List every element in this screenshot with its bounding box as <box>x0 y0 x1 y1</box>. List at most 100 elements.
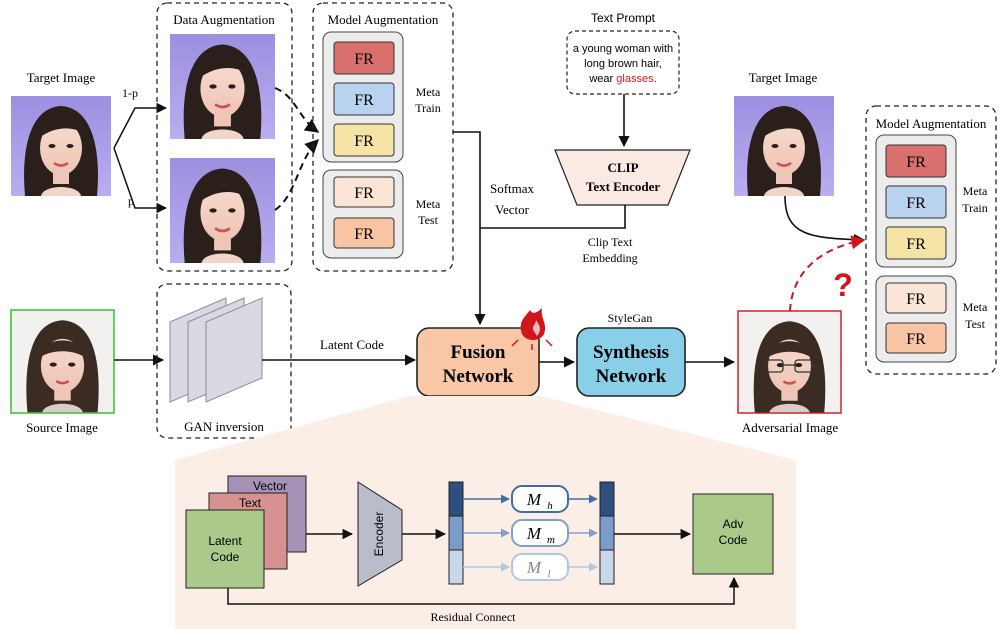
flame-icon <box>511 308 553 350</box>
source-image-label: Source Image <box>26 420 98 435</box>
model-augmentation-title: Model Augmentation <box>328 12 439 27</box>
latent-code-label: Latent Code <box>320 337 384 352</box>
svg-text:M: M <box>526 490 542 509</box>
softmax-vector-arrow <box>453 131 486 326</box>
svg-text:FR: FR <box>354 92 374 109</box>
adversarial-image-label: Adversarial Image <box>742 420 839 435</box>
feature-column-right <box>599 481 615 585</box>
prob-1p-label: 1-p <box>122 86 138 100</box>
svg-text:Code: Code <box>719 533 748 547</box>
svg-text:m: m <box>547 534 555 546</box>
svg-text:M: M <box>526 524 542 543</box>
feature-column-left <box>448 481 464 585</box>
mapper-mid: M m <box>511 519 569 547</box>
fr-model-right-test-2: FR <box>885 322 947 354</box>
target-image-right-label: Target Image <box>749 70 818 85</box>
dashed-arrows-to-models <box>274 87 320 211</box>
svg-text:Latent: Latent <box>208 534 242 548</box>
fr-model-train-3: FR <box>333 123 395 157</box>
mapper-low: M l <box>511 553 569 581</box>
clip-embedding-label-1: Clip Text <box>588 235 633 249</box>
model-augmentation-right-box <box>865 105 997 375</box>
fr-model-right-test-1: FR <box>885 282 947 314</box>
softmax-label-2: Vector <box>495 202 530 217</box>
svg-text:Text: Text <box>239 496 262 510</box>
encoder-block: Encoder <box>357 481 403 587</box>
softmax-label-1: Softmax <box>490 181 535 196</box>
svg-text:FR: FR <box>906 291 926 308</box>
question-mark: ? <box>833 267 853 303</box>
clip-label-1: CLIP <box>607 160 638 175</box>
target-image-label: Target Image <box>27 70 96 85</box>
target-to-models-arrow <box>784 195 866 246</box>
augmented-image-bottom <box>170 158 275 263</box>
latent-code-input-block: Latent Code <box>185 509 265 589</box>
svg-text:FR: FR <box>906 195 926 212</box>
clip-text-encoder <box>554 149 691 206</box>
meta-test-right-label-1: Meta <box>963 300 988 314</box>
meta-train-right-label-1: Meta <box>963 184 988 198</box>
model-augmentation-box <box>312 2 454 272</box>
svg-text:FR: FR <box>906 331 926 348</box>
fusion-label-1: Fusion <box>451 342 506 363</box>
svg-text:Code: Code <box>211 550 240 564</box>
fr-model-right-train-1: FR <box>885 144 947 178</box>
stylegan-label: StyleGan <box>608 311 653 325</box>
fr-model-test-1: FR <box>333 176 395 208</box>
svg-text:FR: FR <box>354 51 374 68</box>
svg-text:l: l <box>547 568 550 580</box>
fr-model-right-train-2: FR <box>885 185 947 219</box>
augmented-image-top <box>170 34 275 139</box>
synthesis-label-1: Synthesis <box>593 342 669 363</box>
svg-text:Adv: Adv <box>723 517 744 531</box>
fr-model-test-2: FR <box>333 217 395 249</box>
svg-text:h: h <box>547 500 553 512</box>
meta-train-label-1: Meta <box>416 85 441 99</box>
svg-text:FR: FR <box>354 226 374 243</box>
residual-connect-label: Residual Connect <box>431 610 517 624</box>
meta-train-right-label-2: Train <box>962 201 988 215</box>
adversarial-to-models-dashed-arrow <box>789 235 866 312</box>
gan-inversion-label: GAN inversion <box>184 419 264 434</box>
prompt-line-3: wear glasses. <box>588 73 656 85</box>
gan-inversion-box <box>156 283 292 439</box>
svg-text:FR: FR <box>906 236 926 253</box>
prompt-line-1: a young woman with <box>573 43 673 55</box>
gan-inversion-layers <box>169 297 263 403</box>
clip-embedding-line <box>480 205 626 229</box>
text-prompt-title: Text Prompt <box>591 11 656 25</box>
svg-text:Vector: Vector <box>253 479 287 493</box>
clip-label-2: Text Encoder <box>586 179 660 194</box>
meta-test-label-1: Meta <box>416 197 441 211</box>
synthesis-label-2: Network <box>596 366 667 387</box>
branch-arrows <box>113 102 168 214</box>
svg-text:Encoder: Encoder <box>372 512 386 557</box>
fr-model-train-1: FR <box>333 41 395 75</box>
data-augmentation-box <box>156 2 293 272</box>
svg-text:M: M <box>526 558 542 577</box>
svg-text:FR: FR <box>906 154 926 171</box>
target-image-right <box>733 96 835 196</box>
meta-test-right-label-2: Test <box>965 317 985 331</box>
svg-text:FR: FR <box>354 185 374 202</box>
fr-model-train-2: FR <box>333 82 395 116</box>
source-image <box>10 309 115 414</box>
svg-text:FR: FR <box>354 133 374 150</box>
prompt-line-2: long brown hair, <box>584 58 662 70</box>
fr-model-right-train-3: FR <box>885 226 947 260</box>
text-prompt-box <box>566 30 680 95</box>
fusion-label-2: Network <box>443 366 514 387</box>
zoom-connector <box>175 396 796 460</box>
data-augmentation-title: Data Augmentation <box>173 12 275 27</box>
residual-connect-arrow <box>227 576 740 605</box>
meta-train-label-2: Train <box>415 101 441 115</box>
prob-p-label: p <box>128 194 134 208</box>
model-augmentation-right-title: Model Augmentation <box>876 116 987 131</box>
target-image <box>11 96 111 196</box>
mapper-high: M h <box>511 485 569 513</box>
adv-code-block: Adv Code <box>692 493 774 575</box>
adversarial-image <box>737 310 842 414</box>
meta-test-label-2: Test <box>418 213 438 227</box>
clip-embedding-label-2: Embedding <box>582 251 637 265</box>
